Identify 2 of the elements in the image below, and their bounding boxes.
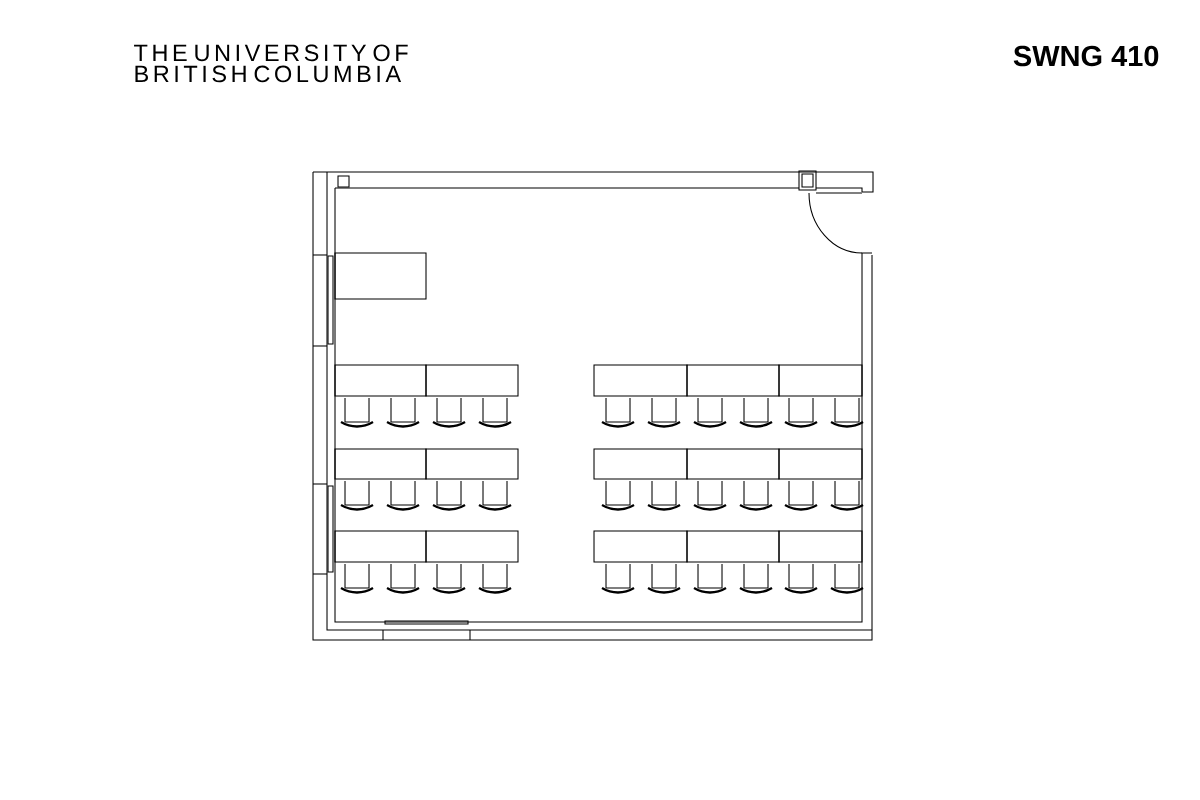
institution-name: THE UNIVERSITY OF BRITISH COLUMBIA [134,44,408,83]
room-title: SWNG 410 [1013,45,1159,67]
